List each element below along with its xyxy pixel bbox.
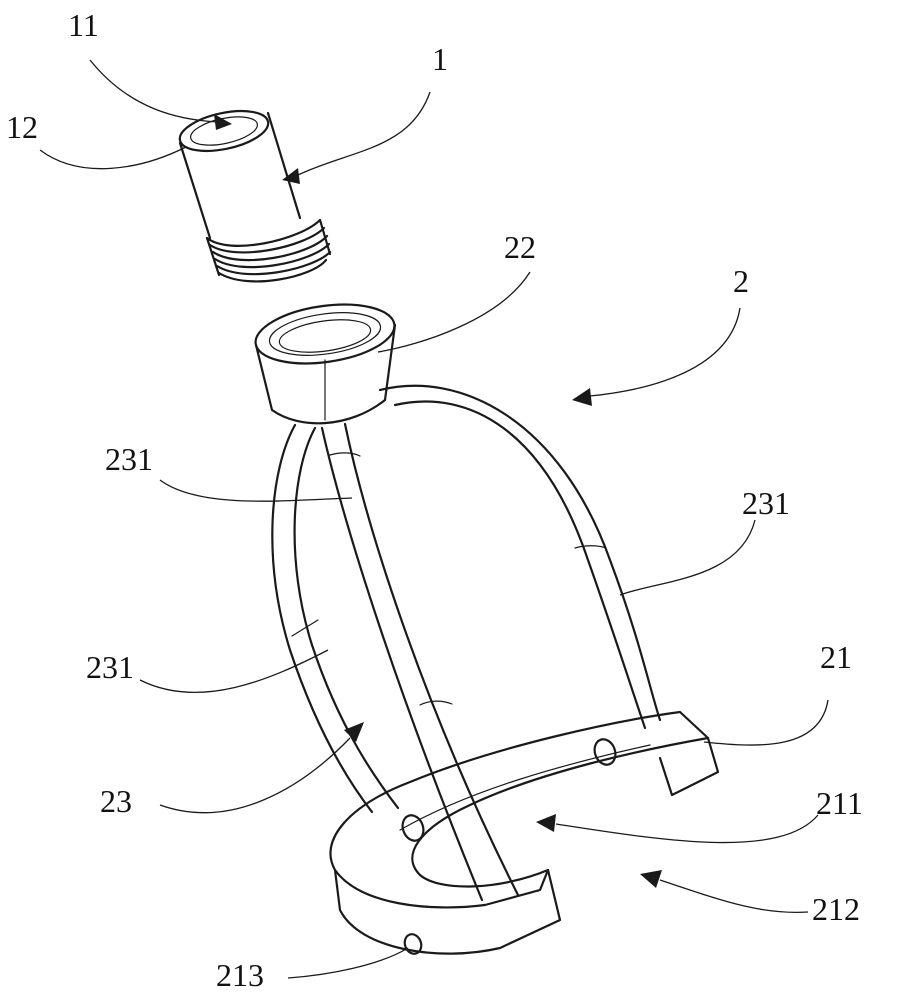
base-ring-front-face [333, 868, 562, 955]
support-rod-middle-inner [343, 422, 520, 897]
connector-bore-11 [190, 116, 258, 146]
label-231-right: 231 [742, 485, 790, 521]
support-rod-middle-outer [320, 426, 484, 902]
threaded-socket-22 [254, 303, 397, 425]
connector-body [178, 111, 302, 240]
support-rod-left-outer [271, 423, 374, 814]
base-ring-21 [329, 710, 720, 955]
reference-numerals: 11 12 1 22 2 231 231 231 21 23 211 212 2… [6, 7, 863, 993]
frame-part-2 [254, 303, 720, 955]
label-23: 23 [100, 783, 132, 819]
threaded-connector-part-1 [178, 109, 332, 283]
base-ring-end-block [658, 736, 720, 797]
label-231-upper-left: 231 [105, 441, 153, 477]
ring-hole [593, 738, 617, 766]
label-21: 21 [820, 639, 852, 675]
label-12: 12 [6, 109, 38, 145]
leader-lines [39, 59, 829, 979]
support-rod-right-inner [393, 400, 647, 730]
connector-top-rim [178, 109, 270, 153]
ring-hole [401, 814, 425, 842]
support-rod-right-outer [378, 384, 662, 722]
label-11: 11 [68, 7, 99, 43]
label-213: 213 [216, 957, 264, 993]
ring-hole-213 [403, 933, 423, 955]
label-22: 22 [504, 229, 536, 265]
label-212: 212 [812, 891, 860, 927]
label-1: 1 [432, 41, 448, 77]
label-2: 2 [733, 263, 749, 299]
label-231-lower-left: 231 [86, 649, 134, 685]
label-211: 211 [816, 785, 863, 821]
support-rod-left-inner [293, 426, 400, 810]
connector-thread-end [217, 258, 328, 283]
